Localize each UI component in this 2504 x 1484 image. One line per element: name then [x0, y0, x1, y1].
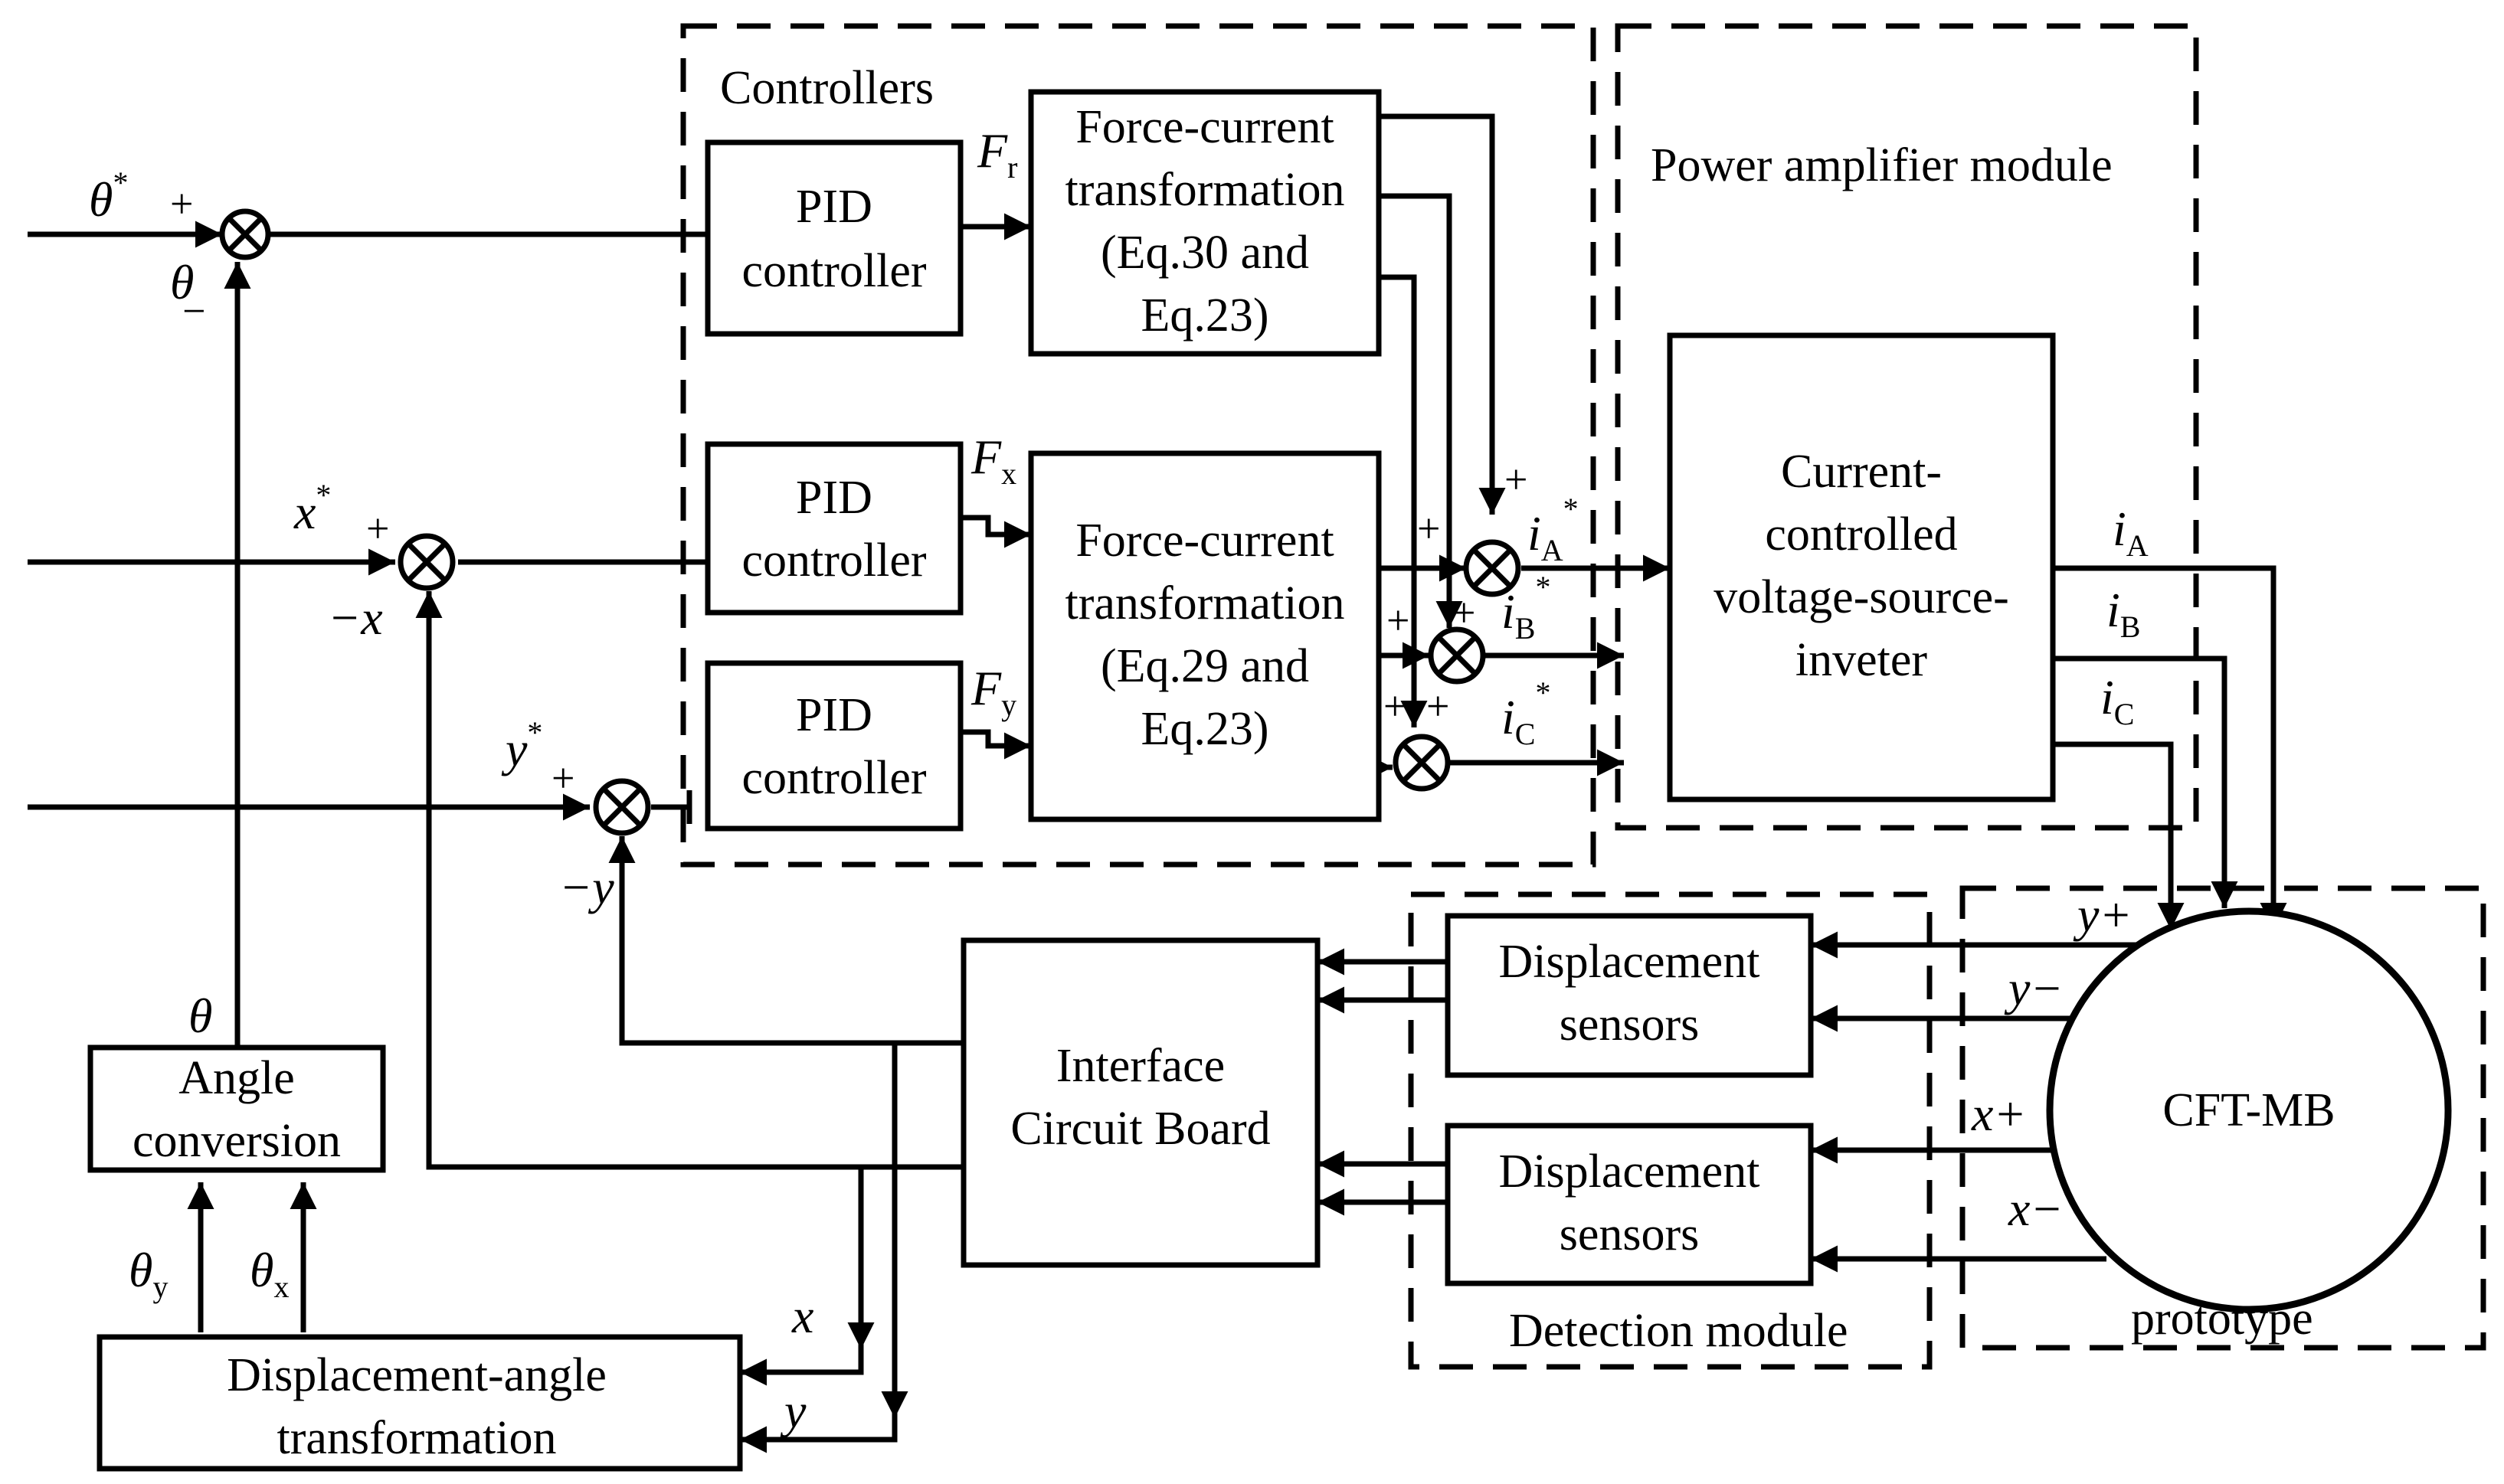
- svg-text:Displacement: Displacement: [1499, 1146, 1760, 1198]
- svg-text:Displacement: Displacement: [1499, 936, 1760, 988]
- cft-mb-prototype: CFT-MB: [2046, 907, 2452, 1313]
- summing-junction-ic: [1393, 734, 1451, 792]
- neg-y-label: −y: [559, 860, 614, 914]
- ib-label: iB: [2106, 583, 2140, 644]
- power-amplifier-group-frame: [1615, 23, 2199, 831]
- fr-label: Fr: [977, 123, 1017, 185]
- force-current-transformation-radial: Force-current transformation (Eq.30 and …: [1028, 89, 1382, 357]
- svg-text:sensors: sensors: [1560, 1208, 1700, 1260]
- force-current-transformation-xy: Force-current transformation (Eq.29 and …: [1028, 450, 1382, 822]
- detection-module-label: Detection module: [1509, 1305, 1848, 1357]
- summing-junction-ia: [1463, 539, 1521, 597]
- prototype-frame: [1959, 885, 2486, 1351]
- svg-text:Circuit Board: Circuit Board: [1010, 1103, 1270, 1155]
- x-plus-probe-label: x+: [1971, 1087, 2027, 1141]
- controllers-label: Controllers: [720, 62, 934, 114]
- svg-text:(Eq.29 and: (Eq.29 and: [1101, 640, 1309, 692]
- ia-ref-label: iA*: [1527, 492, 1579, 567]
- ib-plus-left: +: [1386, 597, 1409, 643]
- theta-fb-label: θ: [170, 255, 194, 309]
- svg-text:controller: controller: [741, 245, 926, 297]
- neg-x-label: −x: [328, 590, 383, 645]
- ib-plus-top: +: [1452, 590, 1475, 636]
- svg-text:Interface: Interface: [1056, 1040, 1225, 1092]
- svg-text:transformation: transformation: [277, 1412, 556, 1464]
- svg-text:(Eq.30 and: (Eq.30 and: [1101, 227, 1309, 279]
- svg-text:controlled: controlled: [1765, 508, 1957, 561]
- svg-text:PID: PID: [796, 181, 872, 233]
- svg-text:Current-: Current-: [1781, 446, 1942, 498]
- svg-text:PID: PID: [796, 472, 872, 524]
- signal-labels: θ* + θ − θ x* + −x y* + −y Fr Fx Fy + + …: [89, 123, 2149, 1438]
- svg-text:Eq.23): Eq.23): [1141, 703, 1268, 755]
- svg-text:Eq.23): Eq.23): [1141, 289, 1268, 342]
- ia-plus-top: +: [1504, 456, 1527, 502]
- svg-text:voltage-source-: voltage-source-: [1714, 571, 2009, 623]
- displacement-sensors-x: Displacement sensors: [1445, 1123, 1814, 1286]
- svg-text:transformation: transformation: [1065, 164, 1344, 216]
- svg-text:Force-current: Force-current: [1075, 101, 1334, 153]
- x-plus-sign: +: [366, 505, 389, 551]
- ia-label: iA: [2113, 502, 2149, 563]
- ia-plus-left: +: [1417, 505, 1440, 551]
- controllers-group-frame: [680, 23, 1596, 868]
- theta-plus-sign: +: [170, 181, 193, 227]
- ic-label: iC: [2100, 670, 2134, 731]
- svg-text:conversion: conversion: [133, 1115, 341, 1167]
- ic-ref-label: iC*: [1501, 675, 1550, 751]
- y-minus-probe-label: y−: [2004, 961, 2064, 1015]
- displacement-angle-transformation: Displacement-angle transformation: [97, 1334, 743, 1472]
- summing-junction-theta: [219, 208, 271, 260]
- svg-text:controller: controller: [741, 752, 926, 804]
- ic-plus-left: +: [1383, 683, 1406, 729]
- fy-label: Fy: [971, 661, 1016, 722]
- theta-minus-sign: −: [182, 288, 205, 334]
- svg-text:Force-current: Force-current: [1075, 515, 1334, 567]
- pid-controller-y: PID controller: [705, 660, 964, 832]
- signal-wires: [28, 113, 2287, 1453]
- detection-module-frame: [1408, 891, 1933, 1370]
- svg-text:controller: controller: [741, 534, 926, 587]
- svg-text:Angle: Angle: [178, 1052, 295, 1104]
- pid-controller-x: PID controller: [705, 441, 964, 616]
- y-ref-label: y*: [501, 715, 542, 776]
- y-plus-sign: +: [552, 755, 574, 801]
- current-controlled-inverter: Current- controlled voltage-source- inve…: [1667, 332, 2056, 802]
- svg-text:inveter: inveter: [1795, 634, 1927, 686]
- summing-junction-x: [398, 533, 456, 591]
- angle-conversion: Angle conversion: [87, 1044, 386, 1173]
- interface-circuit-board: Interface Circuit Board: [961, 937, 1321, 1268]
- theta-node-label: θ: [188, 989, 212, 1043]
- theta-ref-label: θ*: [89, 165, 128, 227]
- y-plus-probe-label: y+: [2073, 887, 2132, 942]
- fx-label: Fx: [971, 430, 1016, 491]
- theta-y-label: θy: [129, 1243, 168, 1304]
- ic-plus-top: +: [1426, 683, 1449, 729]
- y-signal-label: y: [780, 1384, 807, 1438]
- summing-junction-ib: [1428, 626, 1486, 685]
- svg-text:PID: PID: [796, 689, 872, 741]
- svg-text:sensors: sensors: [1560, 999, 1700, 1051]
- x-ref-label: x*: [293, 478, 331, 539]
- summing-junction-y: [593, 778, 651, 836]
- displacement-sensors-y: Displacement sensors: [1445, 913, 1814, 1078]
- ib-ref-label: iB*: [1501, 570, 1550, 646]
- svg-text:Displacement-angle: Displacement-angle: [227, 1349, 607, 1401]
- svg-text:CFT-MB: CFT-MB: [2162, 1084, 2335, 1136]
- power-amplifier-label: Power amplifier module: [1651, 139, 2113, 191]
- pid-controller-theta: PID controller: [705, 139, 964, 337]
- svg-text:transformation: transformation: [1065, 577, 1344, 629]
- x-minus-probe-label: x−: [2008, 1182, 2064, 1236]
- x-signal-label: x: [791, 1289, 813, 1343]
- theta-x-label: θx: [250, 1243, 289, 1304]
